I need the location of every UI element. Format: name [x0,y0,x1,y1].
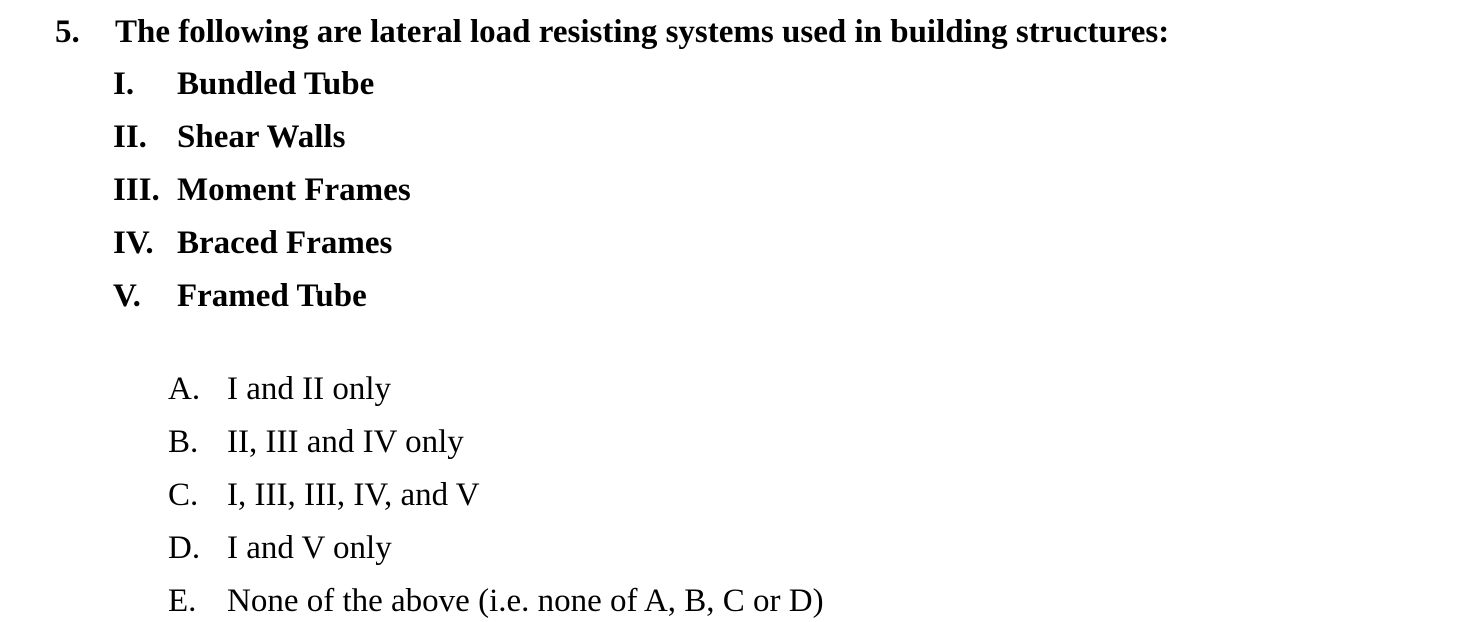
question-text: The following are lateral load resisting… [115,14,1170,50]
list-item-label: Bundled Tube [177,66,375,102]
list-item-1: I. Bundled Tube [113,58,1460,111]
answer-options: A. I and II only B. II, III and IV only … [168,363,1460,622]
option-c: C. I, III, III, IV, and V [168,469,1460,522]
list-item-numeral: V. [113,278,141,314]
list-item-3: III. Moment Frames [113,164,1460,217]
option-letter: B. [168,424,199,460]
option-letter: C. [168,477,199,513]
option-text: II, III and IV only [227,424,464,460]
option-letter: A. [168,371,201,407]
option-e: E. None of the above (i.e. none of A, B,… [168,575,1460,622]
list-item-numeral: II. [113,119,147,155]
list-item-label: Braced Frames [177,225,393,261]
list-item-numeral: III. [113,172,160,208]
list-item-numeral: I. [113,66,135,102]
list-item-5: V. Framed Tube [113,270,1460,323]
list-item-label: Shear Walls [177,119,346,155]
option-text: I, III, III, IV, and V [227,477,480,513]
list-item-label: Moment Frames [177,172,411,208]
option-text: I and V only [227,530,392,566]
option-d: D. I and V only [168,522,1460,575]
list-item-2: II. Shear Walls [113,111,1460,164]
option-text: I and II only [227,371,392,407]
list-item-4: IV. Braced Frames [113,217,1460,270]
option-a: A. I and II only [168,363,1460,416]
option-letter: E. [168,583,197,619]
list-item-label: Framed Tube [177,278,367,314]
option-letter: D. [168,530,201,566]
question-header: 5. The following are lateral load resist… [55,6,1460,58]
roman-numeral-list: I. Bundled Tube II. Shear Walls III. Mom… [113,58,1460,323]
option-b: B. II, III and IV only [168,416,1460,469]
list-item-numeral: IV. [113,225,154,261]
question-number: 5. [55,14,80,50]
option-text: None of the above (i.e. none of A, B, C … [227,583,824,619]
